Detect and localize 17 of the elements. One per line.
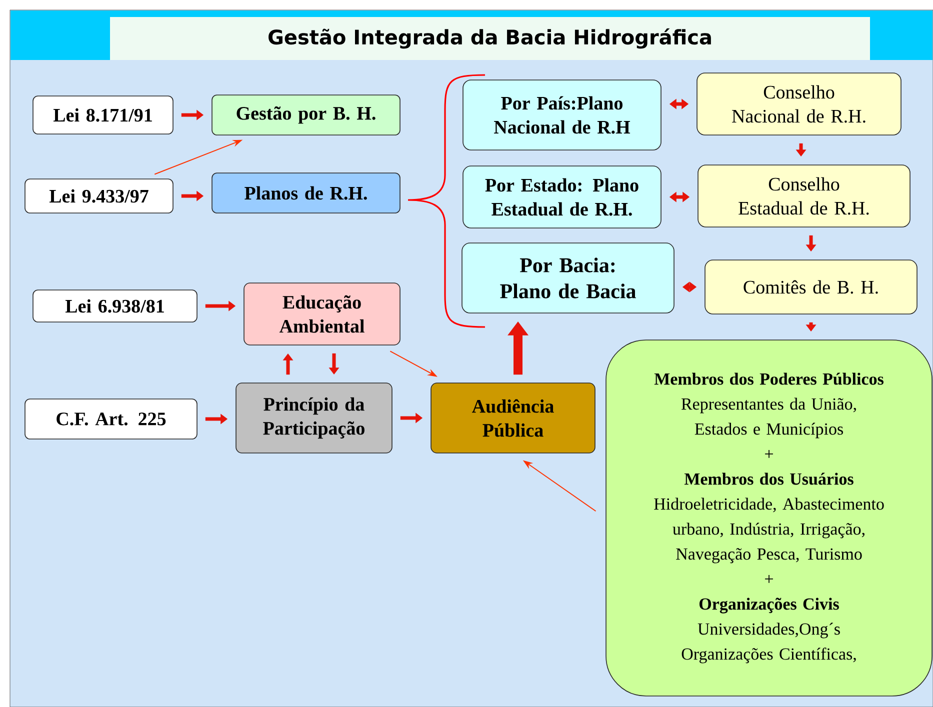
process-box: Princípio da Participação [236, 382, 392, 454]
process-box: Lei 8.171/91 [32, 96, 174, 134]
title: Gestão Integrada da Bacia Hidrográfica [110, 17, 870, 60]
process-box: Por Bacia: Plano de Bacia [462, 242, 674, 314]
process-box: C.F. Art. 225 [24, 398, 198, 440]
process-box: Conselho Estadual de R.H. [698, 164, 910, 228]
process-box: Educação Ambiental [244, 282, 400, 346]
process-box: Lei 9.433/97 [24, 178, 174, 214]
process-box: Gestão por B. H. [212, 94, 400, 136]
process-box: Por Estado: Plano Estadual de R.H. [462, 166, 662, 228]
group-box: Membros dos Poderes Públicos Representantes da União, Estados e Municípios + Membros dos Usuários Hidroeletricidade, Abastecimento urbano, Indústria, Irrigação, Navegação Pesca, Turismo + Organizações Civis Universidades,Ong´s Organizações Científicas, [606, 340, 932, 696]
process-box: Audiência Pública [430, 382, 596, 454]
process-box: Conselho Nacional de R.H. [696, 72, 902, 136]
process-box: Planos de R.H. [212, 172, 400, 214]
process-box: Lei 6.938/81 [32, 290, 198, 322]
process-box: Por País:Plano Nacional de R.H [462, 80, 662, 150]
process-box: Comitês de B. H. [704, 260, 918, 314]
